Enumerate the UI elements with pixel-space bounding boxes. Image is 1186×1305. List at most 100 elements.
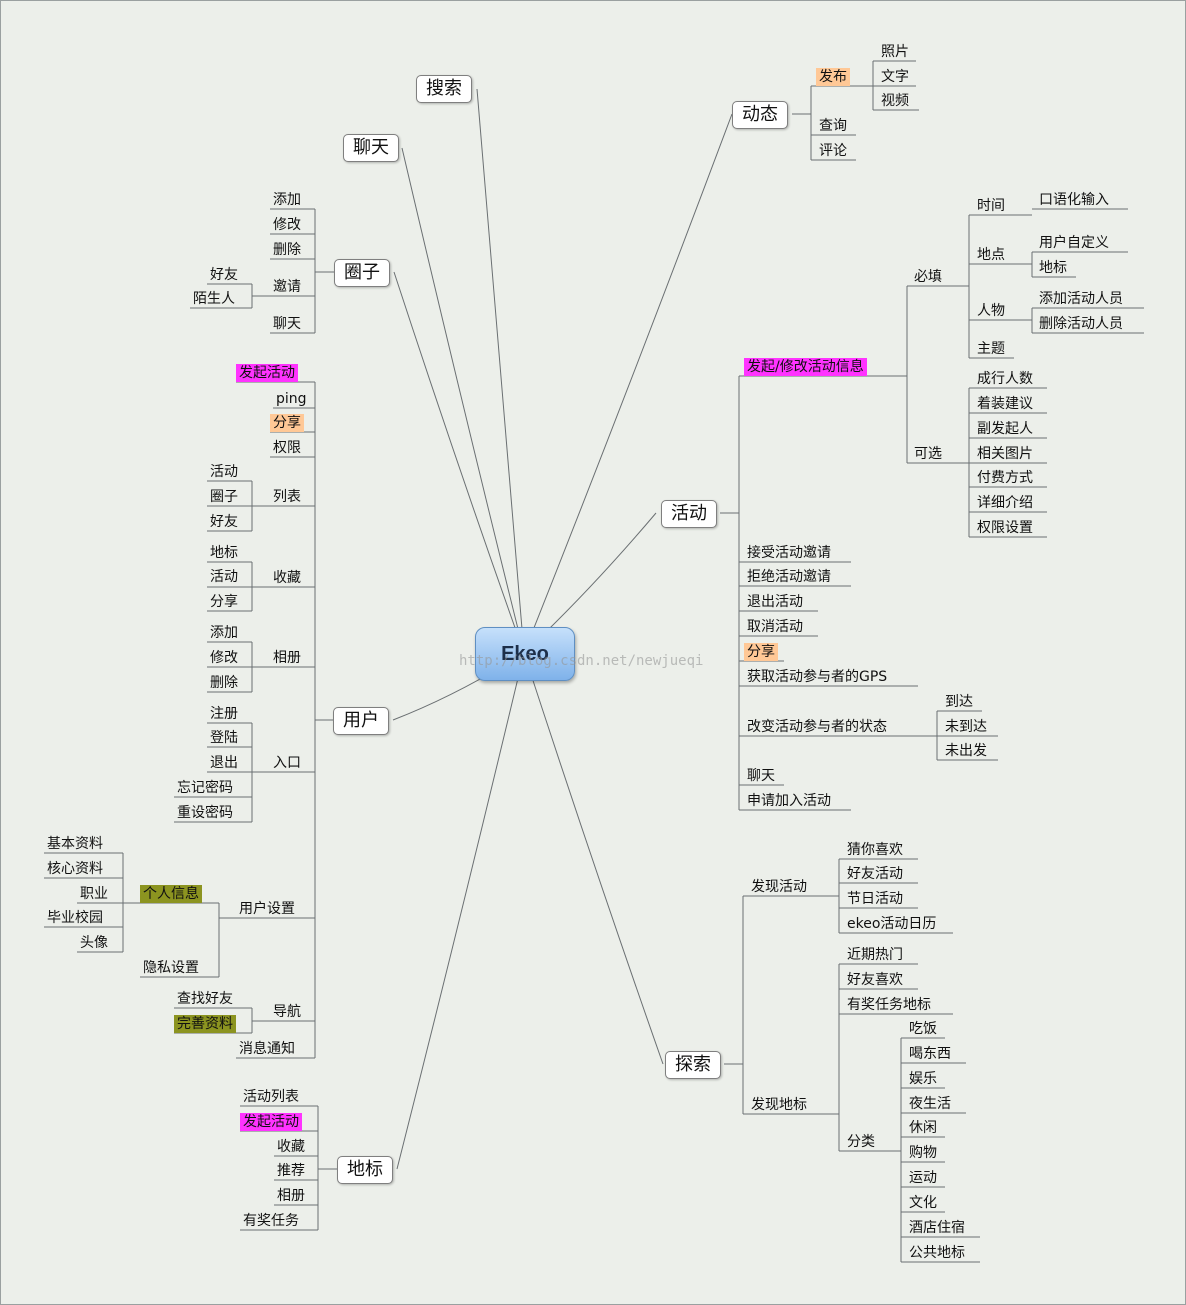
optional-co-organizer[interactable]: 副发起人: [977, 421, 1033, 437]
publish-text[interactable]: 文字: [881, 69, 909, 85]
activity-share[interactable]: 分享: [744, 643, 778, 661]
user-permission[interactable]: 权限: [273, 440, 301, 456]
category-leisure[interactable]: 休闲: [909, 1120, 937, 1136]
landmark-reward-task[interactable]: 有奖任务: [243, 1213, 299, 1229]
circle-delete[interactable]: 删除: [273, 242, 301, 258]
user-list[interactable]: 列表: [273, 489, 301, 505]
discover-guess-like[interactable]: 猜你喜欢: [847, 842, 903, 858]
required-people[interactable]: 人物: [977, 303, 1005, 319]
album-add[interactable]: 添加: [210, 625, 238, 641]
landmark-album[interactable]: 相册: [277, 1188, 305, 1204]
activity-chat[interactable]: 聊天: [747, 768, 775, 784]
entry-logout[interactable]: 退出: [210, 755, 238, 771]
category-hotel[interactable]: 酒店住宿: [909, 1220, 965, 1236]
landmark-reward[interactable]: 有奖任务地标: [847, 997, 931, 1013]
personal-job[interactable]: 职业: [80, 886, 108, 902]
user-notifications[interactable]: 消息通知: [239, 1041, 295, 1057]
optional-headcount[interactable]: 成行人数: [977, 371, 1033, 387]
landmark-friends-like[interactable]: 好友喜欢: [847, 972, 903, 988]
category-eat[interactable]: 吃饭: [909, 1021, 937, 1037]
entry-reset-password[interactable]: 重设密码: [177, 805, 233, 821]
discover-holiday-activity[interactable]: 节日活动: [847, 891, 903, 907]
status-not-arrived[interactable]: 未到达: [945, 719, 987, 735]
landmark-start-activity[interactable]: 发起活动: [240, 1113, 302, 1131]
required-time[interactable]: 时间: [977, 198, 1005, 214]
list-friend[interactable]: 好友: [210, 514, 238, 530]
invite-friend[interactable]: 好友: [210, 267, 238, 283]
activity-change-status[interactable]: 改变活动参与者的状态: [747, 719, 887, 735]
nav-find-friends[interactable]: 查找好友: [177, 991, 233, 1007]
category-nightlife[interactable]: 夜生活: [909, 1096, 951, 1112]
activity-get-gps[interactable]: 获取活动参与者的GPS: [747, 669, 888, 685]
fav-activity[interactable]: 活动: [210, 569, 238, 585]
user-favorites[interactable]: 收藏: [273, 570, 301, 586]
circle-add[interactable]: 添加: [273, 192, 301, 208]
settings-privacy[interactable]: 隐私设置: [143, 960, 199, 976]
status-arrived[interactable]: 到达: [945, 694, 973, 710]
nav-complete-profile[interactable]: 完善资料: [174, 1015, 236, 1033]
landmark-activity-list[interactable]: 活动列表: [243, 1089, 299, 1105]
category-culture[interactable]: 文化: [909, 1195, 937, 1211]
required-topic[interactable]: 主题: [977, 341, 1005, 357]
people-add[interactable]: 添加活动人员: [1039, 291, 1123, 307]
branch-activity[interactable]: 活动: [661, 500, 717, 528]
user-nav[interactable]: 导航: [273, 1004, 301, 1020]
time-natural-input[interactable]: 口语化输入: [1039, 192, 1109, 208]
personal-basic[interactable]: 基本资料: [47, 836, 103, 852]
publish-video[interactable]: 视频: [881, 93, 909, 109]
branch-feed[interactable]: 动态: [732, 101, 788, 129]
optional-details[interactable]: 详细介绍: [977, 495, 1033, 511]
entry-register[interactable]: 注册: [210, 706, 238, 722]
user-settings[interactable]: 用户设置: [239, 901, 295, 917]
entry-forgot-password[interactable]: 忘记密码: [177, 780, 233, 796]
branch-landmark[interactable]: 地标: [337, 1156, 393, 1184]
info-required[interactable]: 必填: [914, 269, 942, 285]
landmark-hot[interactable]: 近期热门: [847, 947, 903, 963]
personal-avatar[interactable]: 头像: [80, 935, 108, 951]
feed-comment[interactable]: 评论: [819, 143, 847, 159]
branch-user[interactable]: 用户: [333, 707, 389, 735]
discover-friend-activity[interactable]: 好友活动: [847, 866, 903, 882]
invite-stranger[interactable]: 陌生人: [193, 291, 235, 307]
category-entertainment[interactable]: 娱乐: [909, 1071, 937, 1087]
user-album[interactable]: 相册: [273, 650, 301, 666]
feed-query[interactable]: 查询: [819, 118, 847, 134]
optional-permission[interactable]: 权限设置: [977, 520, 1033, 536]
personal-core[interactable]: 核心资料: [47, 861, 103, 877]
list-circle[interactable]: 圈子: [210, 489, 238, 505]
user-share[interactable]: 分享: [270, 414, 304, 432]
people-remove[interactable]: 删除活动人员: [1039, 316, 1123, 332]
branch-circle[interactable]: 圈子: [334, 259, 390, 287]
circle-invite[interactable]: 邀请: [273, 279, 301, 295]
activity-cancel[interactable]: 取消活动: [747, 619, 803, 635]
optional-dress[interactable]: 着装建议: [977, 396, 1033, 412]
branch-chat[interactable]: 聊天: [343, 134, 399, 162]
place-custom[interactable]: 用户自定义: [1039, 235, 1109, 251]
status-not-departed[interactable]: 未出发: [945, 743, 987, 759]
user-entry[interactable]: 入口: [273, 755, 301, 771]
album-edit[interactable]: 修改: [210, 650, 238, 666]
activity-accept-invite[interactable]: 接受活动邀请: [747, 545, 831, 561]
circle-chat[interactable]: 聊天: [273, 316, 301, 332]
info-optional[interactable]: 可选: [914, 446, 942, 462]
category-drink[interactable]: 喝东西: [909, 1046, 951, 1062]
branch-explore[interactable]: 探索: [665, 1051, 721, 1079]
feed-publish[interactable]: 发布: [816, 68, 850, 86]
required-place[interactable]: 地点: [977, 247, 1005, 263]
fav-landmark[interactable]: 地标: [210, 545, 238, 561]
landmark-category[interactable]: 分类: [847, 1134, 875, 1150]
user-ping[interactable]: ping: [276, 391, 307, 407]
activity-edit-info[interactable]: 发起/修改活动信息: [744, 358, 867, 376]
branch-search[interactable]: 搜索: [416, 75, 472, 103]
list-activity[interactable]: 活动: [210, 464, 238, 480]
category-sports[interactable]: 运动: [909, 1170, 937, 1186]
settings-personal-info[interactable]: 个人信息: [140, 885, 202, 903]
optional-payment[interactable]: 付费方式: [977, 470, 1033, 486]
place-landmark[interactable]: 地标: [1039, 260, 1067, 276]
fav-share[interactable]: 分享: [210, 594, 238, 610]
entry-login[interactable]: 登陆: [210, 730, 238, 746]
category-public-landmark[interactable]: 公共地标: [909, 1245, 965, 1261]
personal-school[interactable]: 毕业校园: [47, 910, 103, 926]
publish-photo[interactable]: 照片: [881, 44, 909, 60]
explore-discover-activity[interactable]: 发现活动: [751, 879, 807, 895]
